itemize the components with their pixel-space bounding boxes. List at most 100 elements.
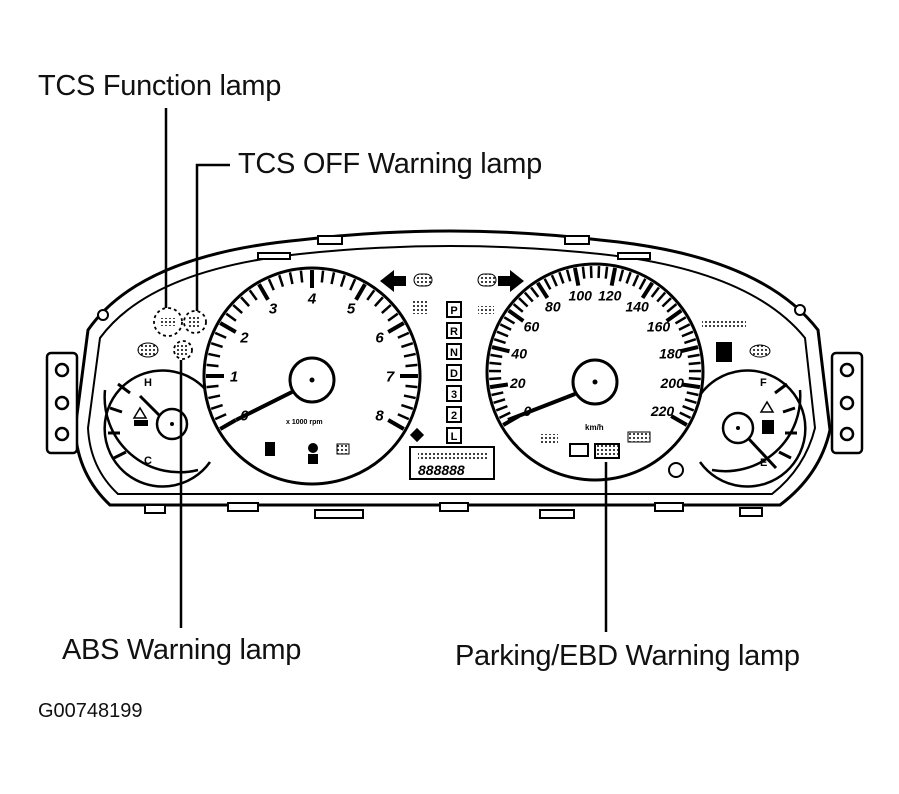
speed-number: 220 (650, 403, 675, 419)
tach-number: 8 (375, 407, 384, 424)
speed-tick (656, 291, 667, 303)
check-engine-icon (540, 434, 558, 444)
battery-icon (569, 443, 589, 457)
speed-tick (632, 274, 640, 287)
abs-warning-lamp-label: ABS Warning lamp (62, 634, 302, 666)
tach-tick (387, 312, 399, 322)
speed-tick (678, 323, 691, 331)
speed-tick (499, 323, 512, 331)
headlamp-left-icon (413, 273, 433, 287)
speed-tick (681, 382, 701, 390)
tach-tick (210, 342, 223, 349)
speed-tick (498, 411, 511, 419)
tach-tick (373, 296, 384, 307)
parking-brake-icon (594, 443, 620, 459)
speed-tick (684, 398, 697, 405)
tach-tick (405, 363, 418, 368)
speed-tick (581, 266, 586, 279)
fuel-warning-icon (759, 400, 775, 413)
tach-tick (208, 352, 221, 358)
bottom-tabs (144, 502, 763, 519)
speed-tick (503, 316, 516, 325)
left-mount-bracket (45, 351, 79, 455)
gear-box (446, 406, 462, 423)
speed-tick (489, 361, 502, 366)
tach-tick (354, 283, 367, 301)
coolant-icon (134, 420, 148, 426)
tachometer: 012345678 x 1000 rpm (202, 266, 422, 486)
speed-tick (688, 361, 701, 366)
speed-tick (518, 297, 529, 308)
door-ajar-icon (716, 342, 732, 362)
tach-tick (405, 384, 418, 389)
gear-box (446, 343, 462, 360)
speed-number: 80 (545, 298, 561, 314)
speed-tick (661, 297, 672, 308)
speed-tick (490, 353, 503, 359)
gear-label: R (450, 326, 458, 338)
tach-tick (267, 278, 275, 291)
tach-tick (210, 403, 223, 410)
tach-tick (403, 352, 416, 358)
turn-signal-indicators (380, 270, 524, 292)
abs-lamp-icon (336, 443, 350, 455)
temperature-gauge: H C (103, 369, 212, 488)
tach-tick (288, 272, 294, 285)
fuel-full-label: F (760, 377, 767, 389)
tach-tick (219, 321, 237, 334)
tach-number: 4 (307, 290, 317, 307)
gear-label: N (450, 347, 458, 359)
speed-tick (625, 271, 632, 284)
tach-tick (219, 418, 237, 431)
gear-box (446, 385, 462, 402)
speed-tick (638, 278, 647, 290)
speed-number: 40 (510, 346, 527, 362)
seatbelt-icon (265, 442, 275, 456)
speed-tick (670, 414, 688, 427)
speed-number: 60 (524, 319, 540, 335)
speed-tick (609, 267, 618, 286)
gear-box (446, 364, 462, 381)
speed-tick (666, 303, 678, 313)
speed-tick (536, 281, 550, 300)
fuel-gauge: F E (668, 369, 807, 488)
right-turn-arrow-icon (498, 270, 524, 292)
speed-tick (493, 398, 506, 405)
tach-tick (257, 283, 270, 301)
speed-tick (665, 308, 683, 323)
tach-tick (208, 394, 221, 400)
speed-tick (682, 404, 695, 412)
speed-tick (489, 377, 502, 381)
tach-tick (330, 272, 336, 285)
speed-tick (681, 330, 694, 338)
speed-number: 200 (660, 375, 685, 391)
airbag-icon (308, 443, 318, 453)
tach-tick (240, 296, 251, 307)
odometer-display: 888888 (409, 446, 495, 480)
speed-number: 120 (598, 287, 622, 303)
gear-label: D (450, 368, 458, 380)
speed-tick (489, 382, 509, 390)
tach-number: 2 (239, 329, 249, 346)
left-turn-arrow-icon (380, 270, 406, 292)
tach-tick-marks (206, 270, 418, 431)
tcs-lamps (153, 307, 207, 360)
fuel-empty-label: E (760, 457, 767, 469)
gear-box (446, 322, 462, 339)
gear-label: P (450, 305, 457, 317)
speed-numbers: 020406080100120140160180200220 (509, 287, 684, 419)
gear-label: 3 (451, 389, 457, 401)
tach-tick (320, 270, 325, 283)
parking-ebd-warning-lamp-label: Parking/EBD Warning lamp (455, 640, 800, 672)
speed-tick (686, 391, 699, 397)
high-beam-icon (137, 342, 159, 358)
tach-tick (214, 331, 227, 339)
oil-pressure-icon (627, 431, 651, 443)
tcs-function-lamp-label: TCS Function lamp (38, 70, 282, 102)
tach-tick (401, 342, 414, 349)
speed-tick (558, 271, 565, 284)
speed-tick (650, 286, 660, 298)
speed-number: 20 (509, 375, 526, 391)
tcs-off-leader (195, 163, 230, 311)
